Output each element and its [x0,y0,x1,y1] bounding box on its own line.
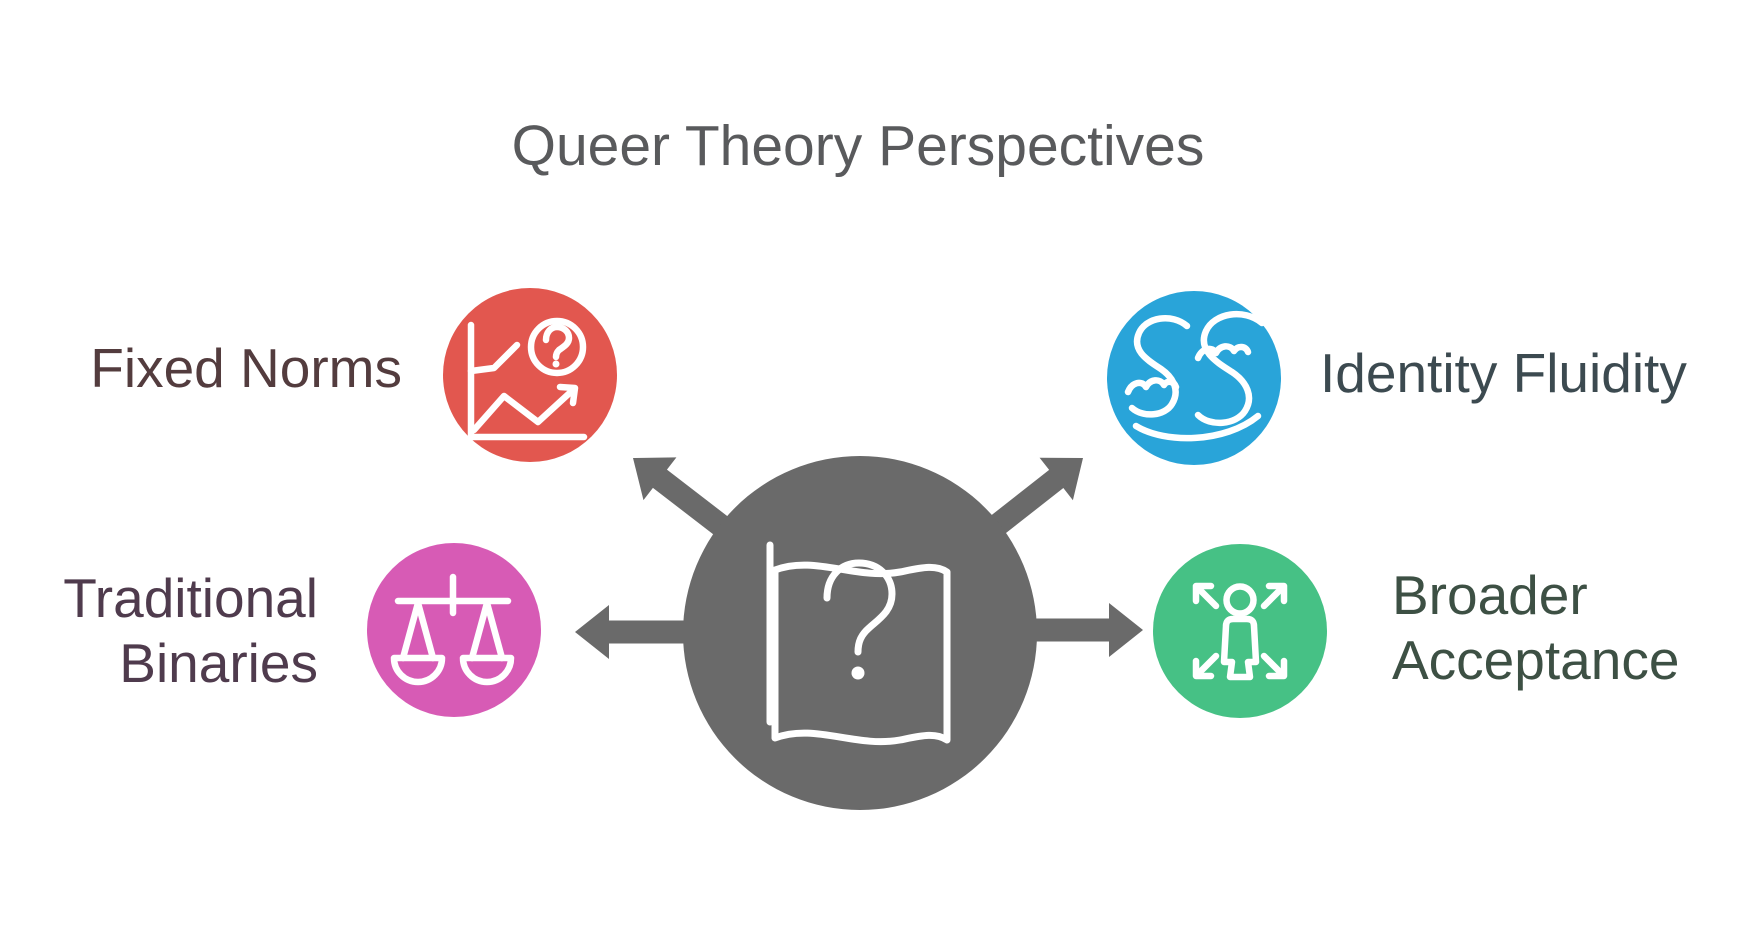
label-traditional-binaries-line1: Traditional [63,567,318,629]
question-flag-icon [766,541,951,746]
chart-question-icon [467,317,588,441]
node-fixed-norms [443,288,617,462]
label-fixed-norms: Fixed Norms [90,337,402,399]
hub-node [683,456,1037,810]
node-traditional-binaries [367,543,541,717]
label-broader-acceptance: Broader Acceptance [1392,563,1679,693]
traditional-binaries-circle [367,543,541,717]
label-traditional-binaries-line2: Binaries [119,632,318,694]
broader-acceptance-circle [1153,544,1327,718]
label-identity-fluidity: Identity Fluidity [1320,342,1687,404]
expand-person-icon [1192,582,1288,681]
label-broader-acceptance-line1: Broader [1392,564,1588,626]
node-identity-fluidity [1107,291,1281,465]
label-traditional-binaries: Traditional Binaries [63,566,318,696]
river-waves-icon [1124,310,1266,442]
balance-scale-icon [390,573,515,686]
node-broader-acceptance [1153,544,1327,718]
label-broader-acceptance-line2: Acceptance [1392,629,1680,691]
page-title: Queer Theory Perspectives [511,114,1205,178]
